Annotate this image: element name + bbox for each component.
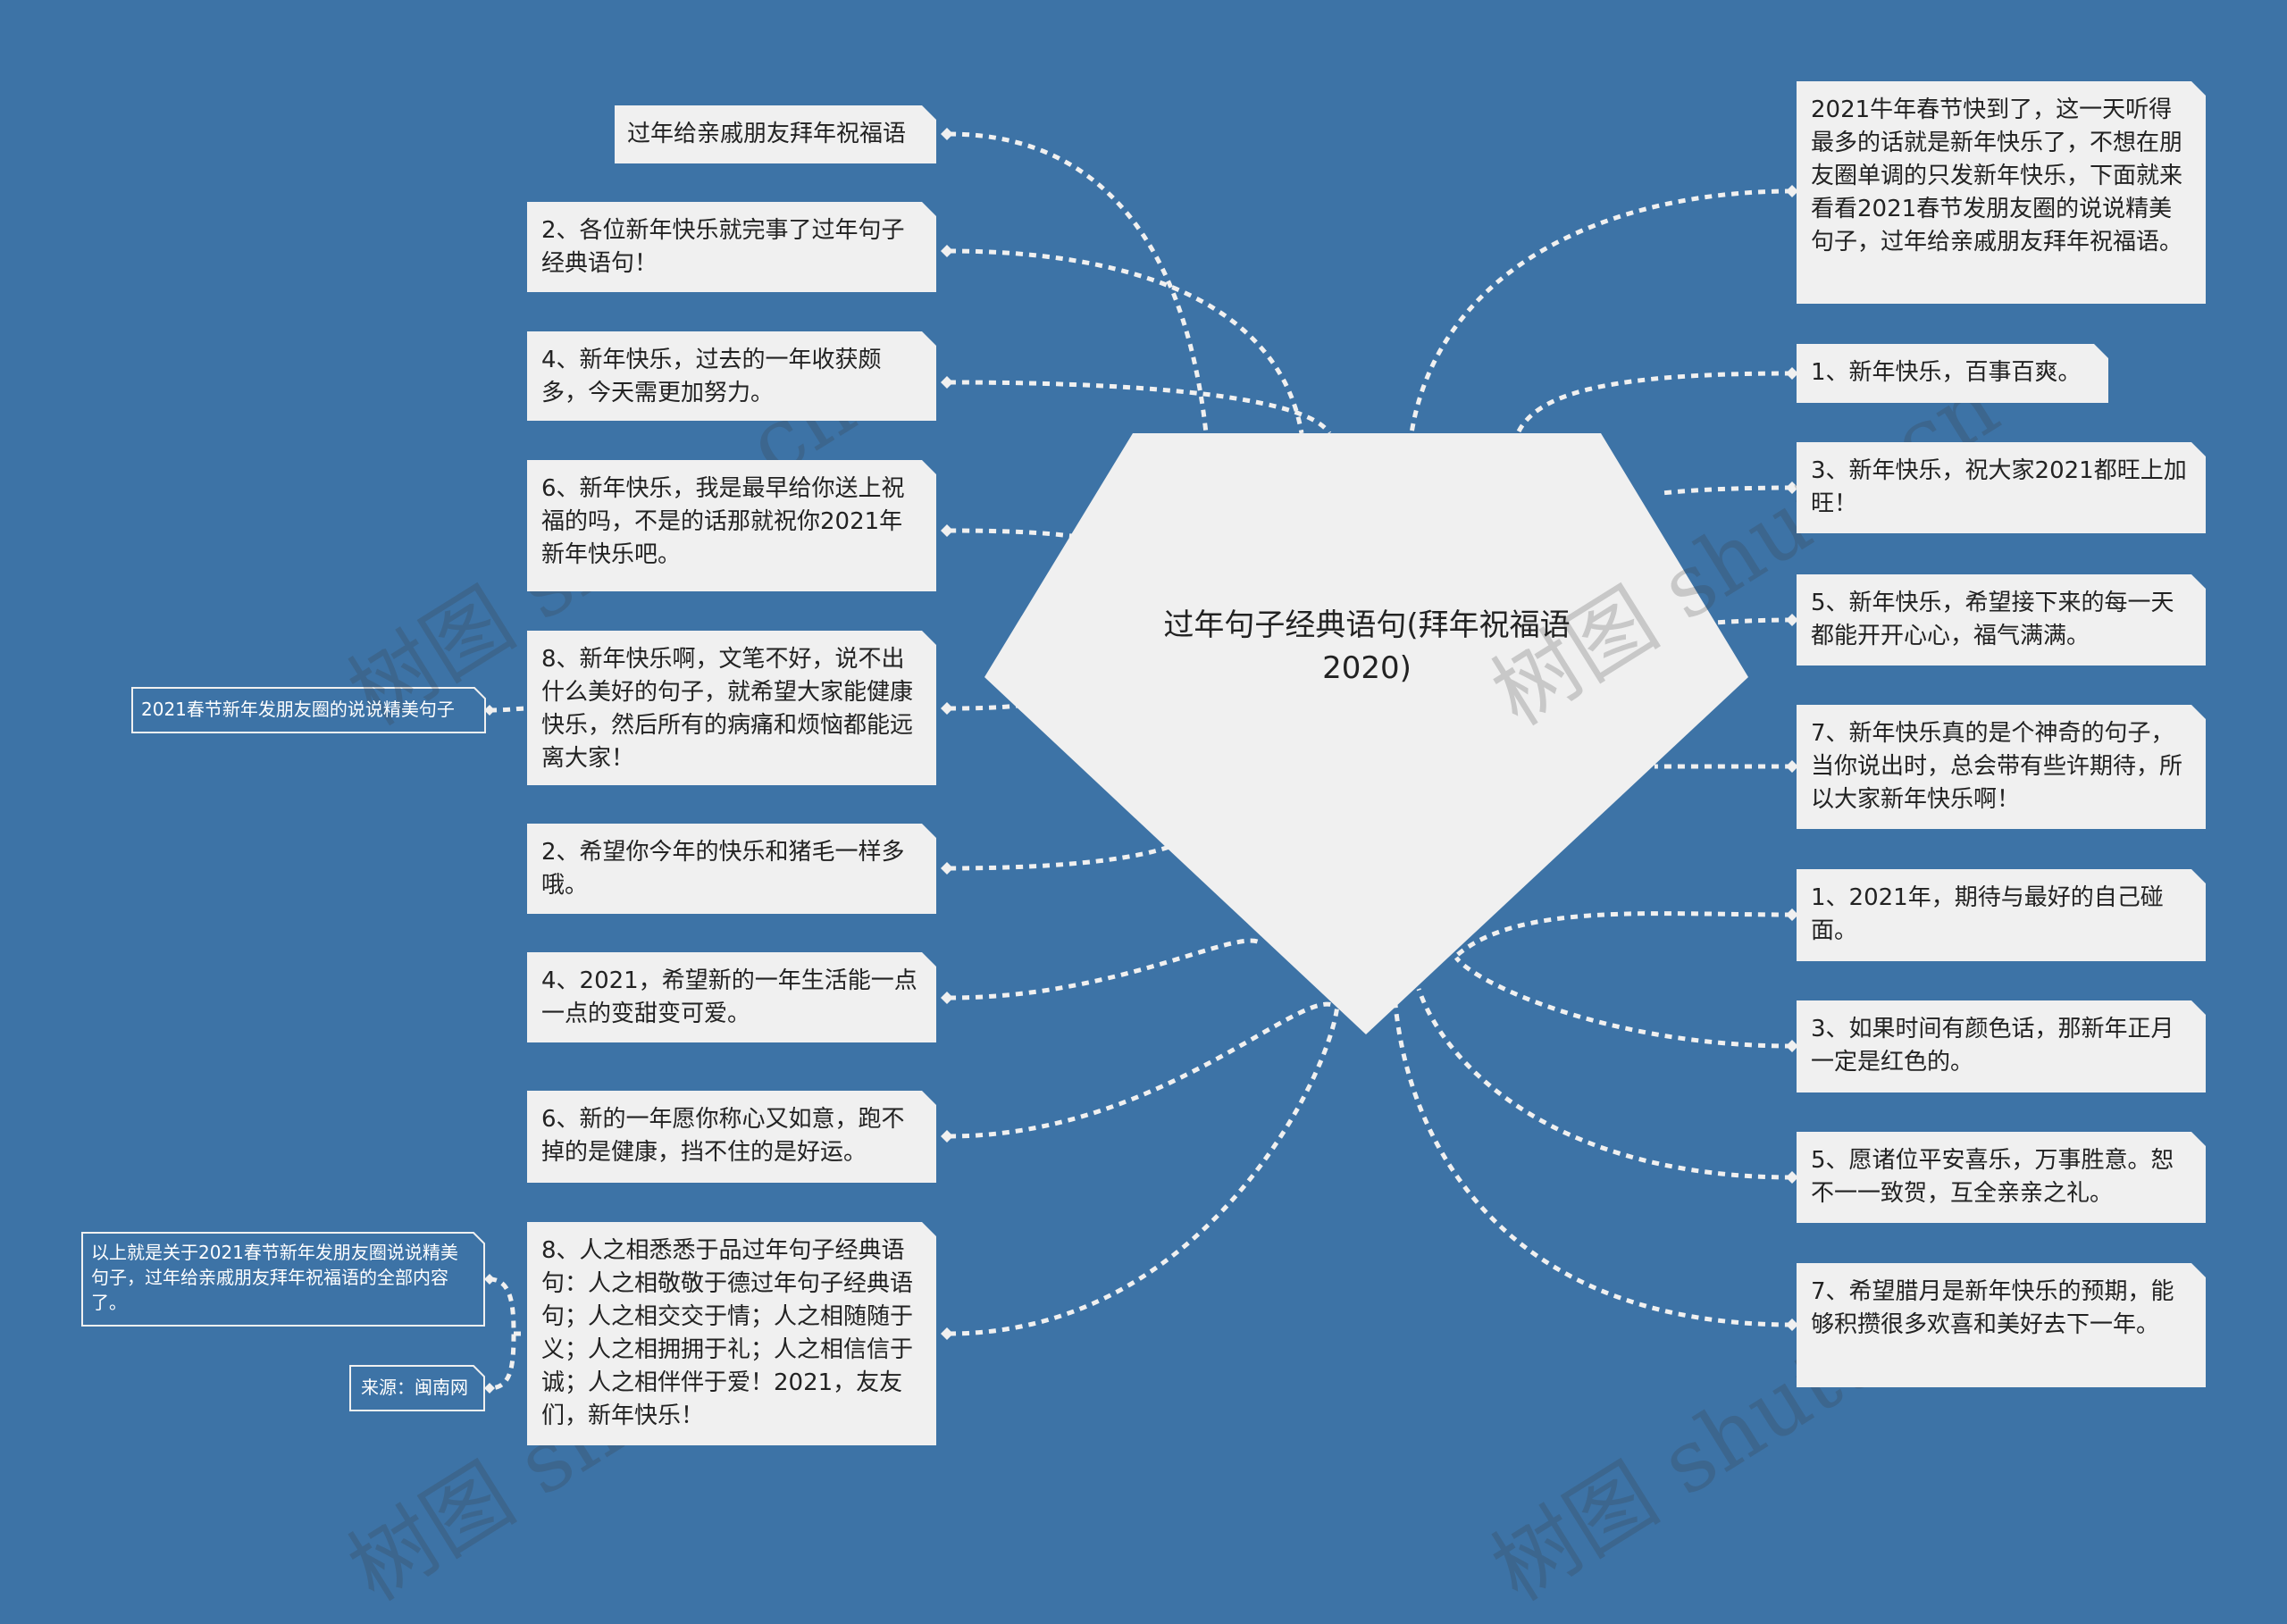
connector-lines (81, 128, 1798, 1411)
topic-node-right[interactable]: 1、2021年，期待与最好的自己碰面。 (1797, 869, 2206, 961)
subtopic-moments-label: 2021春节新年发朋友圈的说说精美句子 (141, 699, 455, 720)
central-topic-shape (984, 433, 1748, 1034)
topic-node-left[interactable]: 6、新年快乐，我是最早给你送上祝福的吗，不是的话那就祝你2021年新年快乐吧。 (527, 460, 936, 591)
topic-node-right[interactable]: 3、新年快乐，祝大家2021都旺上加旺！ (1797, 442, 2206, 533)
mindmap-canvas: 树图 shutu.cn 树图 shutu.cn 树图 shutu.cn 树图 s… (81, 0, 2287, 1620)
topic-node-left[interactable]: 过年给亲戚朋友拜年祝福语 (615, 105, 936, 163)
topic-node-left[interactable]: 2、各位新年快乐就完事了过年句子经典语句！ (527, 202, 936, 292)
topic-node-right[interactable]: 5、新年快乐，希望接下来的每一天都能开开心心，福气满满。 (1797, 574, 2206, 666)
subtopic-summary-label: 以上就是关于2021春节新年发朋友圈说说精美句子，过年给亲戚朋友拜年祝福语的全部… (91, 1242, 458, 1313)
topic-node-right[interactable]: 2021牛年春节快到了，这一天听得最多的话就是新年快乐了，不想在朋友圈单调的只发… (1797, 81, 2206, 304)
topic-node-left[interactable]: 8、新年快乐啊，文笔不好，说不出什么美好的句子，就希望大家能健康快乐，然后所有的… (527, 631, 936, 785)
topic-node-left[interactable]: 8、人之相悉悉于品过年句子经典语句：人之相敬敬于德过年句子经典语句；人之相交交于… (527, 1222, 936, 1445)
topic-node-left[interactable]: 4、新年快乐，过去的一年收获颇多，今天需更加努力。 (527, 331, 936, 421)
topic-node-right[interactable]: 3、如果时间有颜色话，那新年正月一定是红色的。 (1797, 1000, 2206, 1092)
subtopic-moments[interactable]: 2021春节新年发朋友圈的说说精美句子 (132, 688, 485, 732)
topic-node-right[interactable]: 7、新年快乐真的是个神奇的句子，当你说出时，总会带有些许期待，所以大家新年快乐啊… (1797, 705, 2206, 829)
topic-node-left[interactable]: 2、希望你今年的快乐和猪毛一样多哦。 (527, 824, 936, 914)
topic-node-right[interactable]: 7、希望腊月是新年快乐的预期，能够积攒很多欢喜和美好去下一年。 (1797, 1263, 2206, 1387)
topic-node-right[interactable]: 5、愿诸位平安喜乐，万事胜意。恕不一一致贺，互全亲亲之礼。 (1797, 1132, 2206, 1223)
subtopic-summary[interactable]: 以上就是关于2021春节新年发朋友圈说说精美句子，过年给亲戚朋友拜年祝福语的全部… (82, 1233, 484, 1326)
central-topic[interactable]: 过年句子经典语句(拜年祝福语2020) (1163, 607, 1571, 686)
topic-node-right[interactable]: 1、新年快乐，百事百爽。 (1797, 344, 2108, 403)
subtopic-source[interactable]: 来源：闽南网 (350, 1366, 484, 1411)
topic-node-left[interactable]: 4、2021，希望新的一年生活能一点一点的变甜变可爱。 (527, 952, 936, 1042)
subtopic-source-label: 来源：闽南网 (361, 1377, 468, 1398)
topic-node-left[interactable]: 6、新的一年愿你称心又如意，跑不掉的是健康，挡不住的是好运。 (527, 1091, 936, 1183)
